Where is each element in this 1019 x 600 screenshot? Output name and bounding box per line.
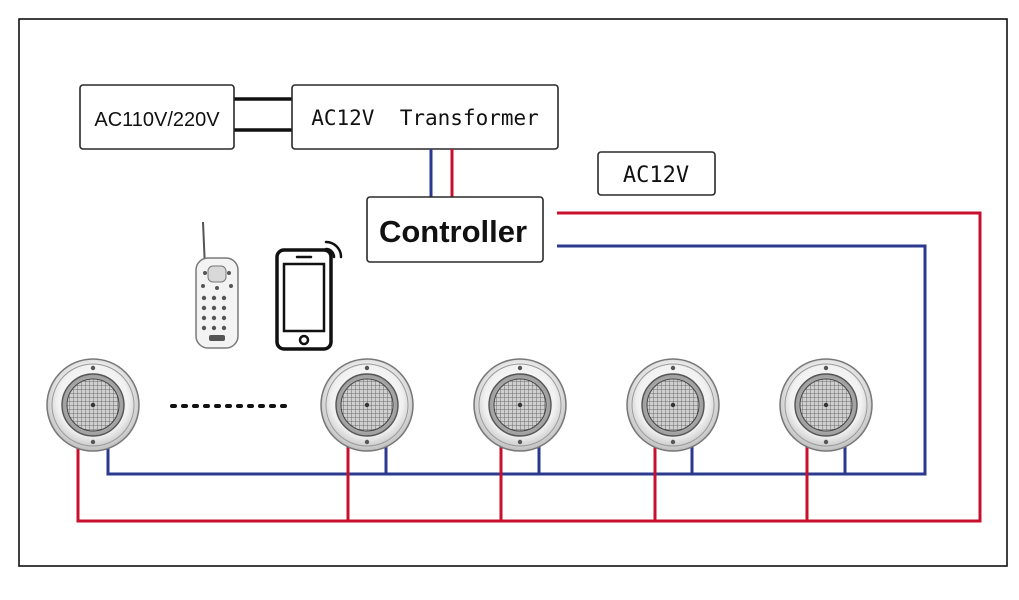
controller-neutral-output-wire [106,244,927,476]
pool-light-icon [626,358,720,452]
remote-control-icon [195,221,239,349]
pool-light-icon [473,358,567,452]
output-voltage-label: AC12V [623,163,689,188]
light-drop-wires [346,440,847,521]
controller-label: Controller [379,214,527,249]
pool-light-icon [320,358,414,452]
wireless-signal-icon [324,240,343,259]
pool-light-icon [46,358,140,452]
transformer-label: AC12V Transformer [311,106,539,130]
controller-box: Controller [366,196,544,263]
transformer-box: AC12V Transformer [291,84,559,150]
smartphone-icon [275,248,333,351]
output-voltage-box: AC12V [597,151,716,196]
power-source-box: AC110V/220V [79,84,235,150]
controller-live-output-wire [76,211,982,523]
pool-light-icon [779,358,873,452]
power-source-label: AC110V/220V [94,109,220,131]
